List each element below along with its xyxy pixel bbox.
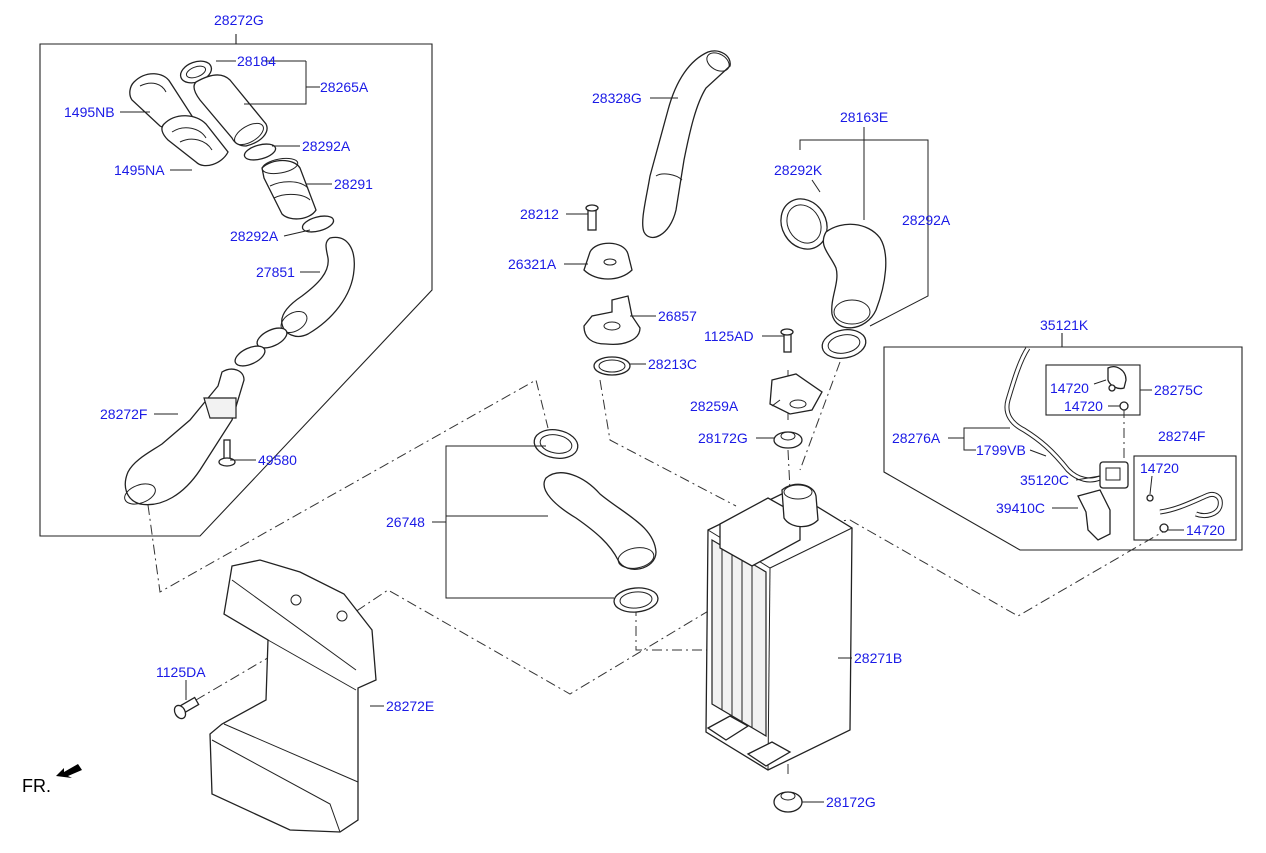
label-28172G-lower[interactable]: 28172G [826,794,876,810]
label-28274F[interactable]: 28274F [1158,428,1206,444]
label-1799VB[interactable]: 1799VB [976,442,1026,458]
label-14720-a[interactable]: 14720 [1050,380,1089,396]
clamp-28292A-right-part[interactable] [820,326,868,361]
adapter-26857-part[interactable] [583,295,641,346]
label-28213C[interactable]: 28213C [648,356,698,372]
label-14720-d[interactable]: 14720 [1186,522,1225,538]
label-1125AD[interactable]: 1125AD [704,328,754,344]
label-27851[interactable]: 27851 [256,264,295,280]
grommet-28172G-lower-part[interactable] [773,791,803,813]
group-box-28274F [1133,455,1237,541]
intercooler-28271B-part[interactable] [705,483,853,771]
clamp-28292K-part[interactable] [772,190,836,257]
front-direction-arrow-icon [56,764,82,778]
clamp-26748-lower-part[interactable] [613,586,659,614]
hose-28328G-part[interactable] [642,49,733,238]
label-28172G-upper[interactable]: 28172G [698,430,748,446]
bolt-49580-part[interactable] [218,439,236,467]
label-1495NB[interactable]: 1495NB [64,104,115,120]
cap-26321A-part[interactable] [583,242,633,280]
leader-lines [120,60,1184,803]
bolt-1125DA-part[interactable] [172,696,200,721]
sleeve-1495NA-part[interactable] [161,115,229,167]
hose-28275C-part[interactable] [1107,366,1129,411]
label-28163E[interactable]: 28163E [840,109,889,125]
label-39410C[interactable]: 39410C [996,500,1046,516]
label-28275C[interactable]: 28275C [1154,382,1204,398]
label-28292A-right[interactable]: 28292A [902,212,951,228]
label-28272F[interactable]: 28272F [100,406,148,422]
label-28265A[interactable]: 28265A [320,79,369,95]
clamp-28292A-upper-part[interactable] [243,141,278,163]
front-direction-label: FR. [22,776,51,796]
label-28292A-lower[interactable]: 28292A [230,228,279,244]
hose-28163E-part[interactable] [822,223,887,329]
group-box-28272G [39,34,433,537]
hose-28274F-part[interactable] [1146,491,1223,533]
label-35121K[interactable]: 35121K [1040,317,1089,333]
label-28276A[interactable]: 28276A [892,430,941,446]
label-28184[interactable]: 28184 [237,53,276,69]
clamp-26748-upper-part[interactable] [532,426,580,461]
label-26321A[interactable]: 26321A [508,256,557,272]
bracket-39410C-part[interactable] [1077,489,1111,541]
label-28328G[interactable]: 28328G [592,90,642,106]
hose-28276A-part[interactable] [1004,346,1101,483]
coupler-28291-part[interactable] [261,156,317,220]
label-1495NA[interactable]: 1495NA [114,162,165,178]
grommet-28172G-upper-part[interactable] [773,431,803,449]
pipe-28272F-part[interactable] [122,368,245,508]
clamp-28292A-lower-part[interactable] [301,213,336,235]
bolt-28212-part[interactable] [585,204,599,231]
group-box-35121K [883,333,1243,551]
label-26748[interactable]: 26748 [386,514,425,530]
label-14720-c[interactable]: 14720 [1140,460,1179,476]
label-14720-b[interactable]: 14720 [1064,398,1103,414]
label-28292A-upper[interactable]: 28292A [302,138,351,154]
label-28291[interactable]: 28291 [334,176,373,192]
label-28272G[interactable]: 28272G [214,12,264,28]
label-26857[interactable]: 26857 [658,308,697,324]
label-1125DA[interactable]: 1125DA [156,664,206,680]
valve-35120C-part[interactable] [1099,461,1129,489]
label-28292K[interactable]: 28292K [774,162,823,178]
oring-28213C-part[interactable] [593,356,631,376]
label-49580[interactable]: 49580 [258,452,297,468]
bracket-28259A-part[interactable] [769,373,823,415]
air-guide-28272E-part[interactable] [209,559,377,833]
clamp-hose-lower-part[interactable] [232,324,290,370]
label-28271B[interactable]: 28271B [854,650,903,666]
hose-27851-part[interactable] [277,236,355,338]
label-28272E[interactable]: 28272E [386,698,435,714]
hose-28265A-part[interactable] [193,74,268,149]
bolt-1125AD-part[interactable] [780,328,794,353]
hose-26748-part[interactable] [543,472,657,571]
label-28212[interactable]: 28212 [520,206,559,222]
label-28259A[interactable]: 28259A [690,398,739,414]
label-35120C[interactable]: 35120C [1020,472,1070,488]
